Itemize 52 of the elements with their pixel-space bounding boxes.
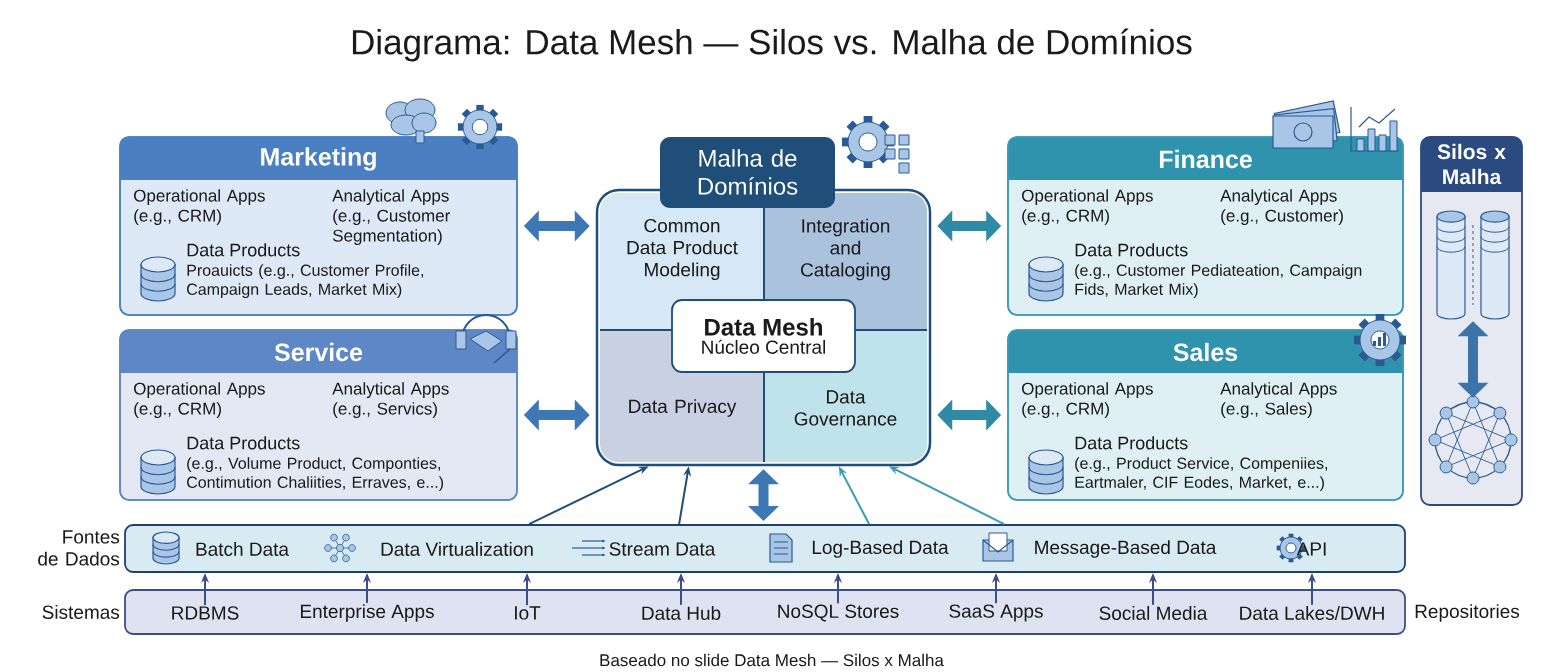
- band-label: Sistemas: [42, 605, 120, 619]
- app-description: Analytical Apps (e.g., Customer Segmentation): [332, 189, 450, 246]
- domain-card: [1007, 136, 1404, 316]
- data-products-text: (e.g., Product Service, Compeniies, Eartmaler, CIF Eodes, Market, e...): [1075, 457, 1328, 492]
- system-item: Enterprise Apps: [301, 604, 434, 622]
- title-tab: Malha de Domínios: [660, 137, 835, 208]
- system-item: Social Media: [1099, 606, 1208, 620]
- data-source-item: Log-Based Data: [812, 540, 949, 558]
- caption: Baseado no slide Data Mesh — Silos x Malha: [600, 653, 944, 667]
- node-label: Common Data Product Modeling: [627, 218, 738, 281]
- data-products-heading: Data Products: [187, 243, 300, 257]
- card-title: Service: [274, 342, 363, 362]
- band-label: Fontes de Dados: [38, 530, 120, 566]
- database-silos-drawing: [1436, 210, 1510, 320]
- data-source-item: Stream Data: [609, 542, 716, 556]
- layer-label: Repositories: [1415, 604, 1520, 622]
- app-description: Operational Apps (e.g., CRM): [1022, 189, 1153, 226]
- network-drawing: [1428, 395, 1518, 485]
- app-description: Operational Apps (e.g., CRM): [134, 382, 265, 419]
- diagram-title: Diagrama: Data Mesh — Silos vs. Malha de Domínios: [352, 28, 1192, 62]
- app-description: Analytical Apps (e.g., Servics): [332, 382, 449, 419]
- domain-card: [119, 136, 518, 316]
- system-item: RDBMS: [172, 606, 239, 620]
- card-title: Marketing: [261, 147, 376, 171]
- app-description: Analytical Apps (e.g., Sales): [1220, 382, 1337, 419]
- data-source-item: Data Virtualization: [381, 542, 533, 556]
- node-label: Integration and Cataloging: [801, 218, 890, 281]
- app-description: Analytical Apps (e.g., Customer): [1220, 189, 1343, 226]
- system-item: Data Lakes/DWH: [1240, 606, 1384, 620]
- data-products-text: (e.g., Customer Pediateation, Campaign Fids, Market Mix): [1075, 264, 1362, 299]
- system-item: NoSQL Stores: [778, 604, 899, 622]
- domain-card: [119, 329, 518, 501]
- layer-band: [38, 524, 1406, 573]
- data-products-heading: Data Products: [1075, 243, 1188, 257]
- system-item: SaaS Apps: [949, 604, 1043, 622]
- data-source-item: API: [1296, 542, 1326, 556]
- data-products-text: Proauicts (e.g., Customer Profile, Campaign Leads, Market Mix): [187, 264, 424, 299]
- app-description: Operational Apps (e.g., CRM): [134, 189, 265, 226]
- data-products-heading: Data Products: [1075, 436, 1188, 450]
- card-title: Finance: [1159, 149, 1252, 169]
- data-source-item: Batch Data: [196, 542, 289, 556]
- system-item: IoT: [515, 606, 541, 620]
- data-products-text: (e.g., Volume Product, Componties, Contimution Chaliities, Erraves, e...): [187, 457, 444, 492]
- core-box: Data Mesh Núcleo Central: [671, 299, 856, 373]
- card-title: Sales: [1173, 342, 1238, 362]
- data-products-heading: Data Products: [187, 436, 300, 450]
- panel-header: Silos x Malha: [1421, 137, 1522, 192]
- layer-band: [42, 589, 1406, 635]
- data-source-item: Message-Based Data: [1035, 540, 1217, 558]
- domain-card: [1007, 329, 1404, 501]
- system-item: Data Hub: [642, 606, 721, 620]
- app-description: Operational Apps (e.g., CRM): [1022, 382, 1153, 419]
